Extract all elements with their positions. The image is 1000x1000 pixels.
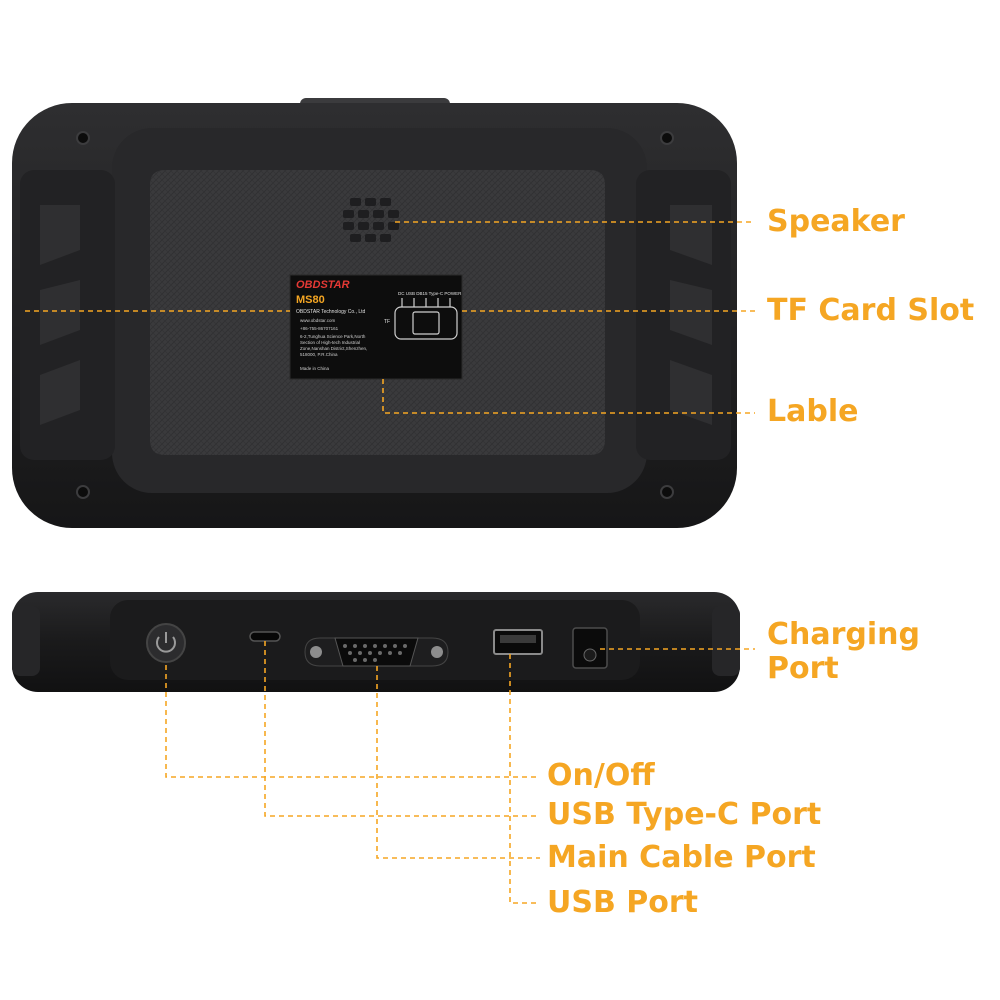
callout-lable: Lable [767,394,859,429]
leader-lines [25,221,755,904]
leader-usb-c [264,641,540,817]
label-address-3: Zone,Nanshan District,Shenzhen, [300,346,368,351]
label-port-diagram [394,298,458,340]
product-label-sticker [289,274,463,380]
usb-a-socket [493,629,543,655]
leader-main-cable [376,666,540,859]
callout-usb-type-c-port: USB Type-C Port [547,797,822,832]
callout-main-cable-port: Main Cable Port [547,840,816,875]
callout-charging-port: Charging Port [767,617,921,686]
power-button [146,623,186,663]
bottom-left-bumper [12,606,40,676]
label-phone: +86-755-86707161 [300,326,339,331]
db15-main-cable-socket [304,637,449,667]
label-company: OBDSTAR Technology Co., Ltd [296,309,366,315]
device-back-view [12,98,737,528]
callout-on-off: On/Off [547,758,655,793]
label-tf-mark: TF [384,319,391,325]
label-made-in: Made in China [300,366,330,371]
label-website: www.obdstar.com [300,318,336,323]
speaker-grille [343,198,399,242]
label-port-legend: DC USB DB15 Type-C POWER [398,291,462,296]
right-bumper-grips [636,170,731,460]
label-address-4: 518000, P.R.China [300,352,338,357]
device-bottom-view [12,592,740,692]
usb-type-c-socket [249,631,281,642]
label-brand: OBDSTAR [296,279,350,291]
leader-on-off [165,665,540,778]
bottom-right-bumper [712,606,740,676]
callout-tf-card-slot: TF Card Slot [767,293,975,328]
label-address-1: 6-2,Tunghua Science Park,North [300,334,366,339]
label-model: MS80 [296,294,325,306]
label-address-2: Section of High-tech Industrial [300,340,361,345]
leader-lable [382,379,755,414]
dc-charging-socket [572,627,608,669]
left-bumper-grips [20,170,115,460]
callout-usb-port: USB Port [547,885,699,920]
callout-speaker: Speaker [767,204,905,239]
corner-screws [76,131,674,499]
leader-usb [509,654,540,904]
